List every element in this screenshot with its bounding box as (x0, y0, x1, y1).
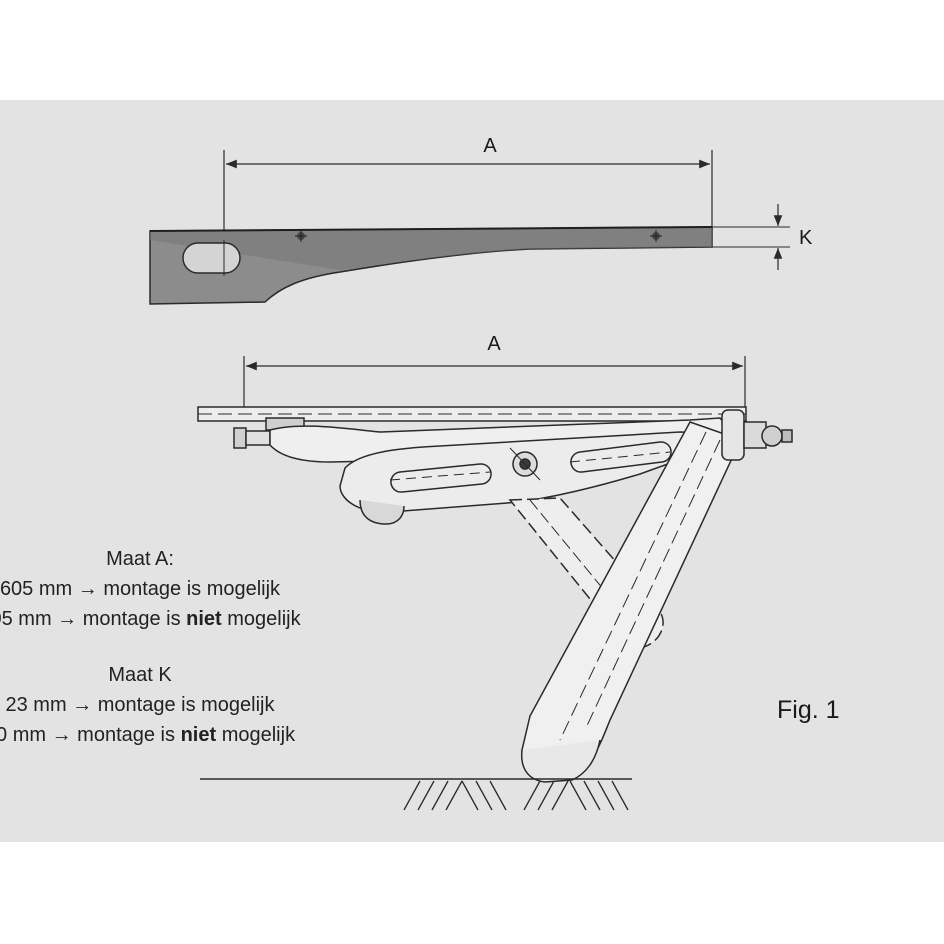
maat-a-heading: Maat A: (106, 548, 174, 570)
dimension-k-label: K (799, 227, 813, 249)
dimension-a-label: A (487, 333, 501, 355)
figure-label: Fig. 1 (777, 696, 840, 724)
corner-steady (197, 406, 793, 783)
dimension-a-bottom: A (243, 333, 746, 416)
diagram-panel: A (0, 100, 944, 842)
dimension-a-label: A (483, 135, 497, 157)
bracket-slot-hole (182, 240, 241, 276)
maat-a-line-possible: 605 mm → montage is mogelijk (0, 578, 281, 600)
maat-a-notes: Maat A: 605 mm → montage is mogelijk 705… (0, 544, 340, 634)
maat-k-line-possible: 23 mm → montage is mogelijk (5, 694, 275, 716)
mounting-bracket (149, 226, 713, 305)
emphasis-niet: niet (180, 724, 217, 746)
emphasis-niet: niet (186, 608, 222, 630)
maat-k-line-not-possible: 30 mm → montage is niet mogelijk (0, 724, 296, 746)
technical-drawing: A (149, 135, 813, 811)
ground (200, 778, 632, 811)
maat-k-notes: Maat K 23 mm → montage is mogelijk 30 mm… (0, 660, 340, 750)
dimension-k: K (712, 204, 813, 270)
bracket-rivet (650, 230, 662, 242)
maat-k-heading: Maat K (108, 664, 172, 686)
bracket-rivet (295, 230, 307, 242)
maat-a-line-not-possible: 705 mm → montage is niet mogelijk (0, 608, 301, 630)
